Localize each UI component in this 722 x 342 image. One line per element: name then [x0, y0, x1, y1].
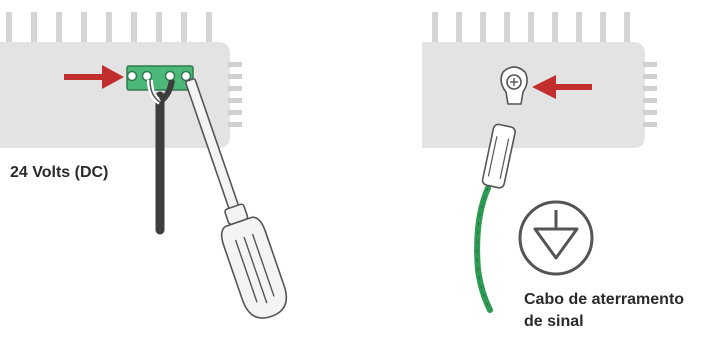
ground-cable-label: Cabo de aterramento de sinal: [524, 289, 684, 333]
dc-power-cable: [147, 79, 175, 235]
right-device: [422, 12, 657, 148]
ground-cable-label-line1: Cabo de aterramento: [524, 291, 685, 308]
left-arrow-icon: [64, 65, 124, 89]
ground-cable-label-line2: de sinal: [524, 313, 584, 330]
ground-icon: [518, 200, 594, 276]
right-device-body: [422, 42, 645, 148]
screwdriver-icon: [185, 78, 288, 319]
right-arrow-icon: [532, 75, 592, 99]
right-device-side-fins: [643, 62, 657, 127]
ground-cable: [474, 185, 493, 313]
power-label: 24 Volts (DC): [10, 164, 109, 181]
terminal-block: [126, 65, 194, 91]
left-device-side-fins: [228, 62, 242, 127]
right-device-top-fins: [432, 12, 630, 44]
ground-lug: [500, 66, 528, 105]
left-device-top-fins: [6, 12, 212, 44]
crimp-connector: [481, 123, 516, 189]
